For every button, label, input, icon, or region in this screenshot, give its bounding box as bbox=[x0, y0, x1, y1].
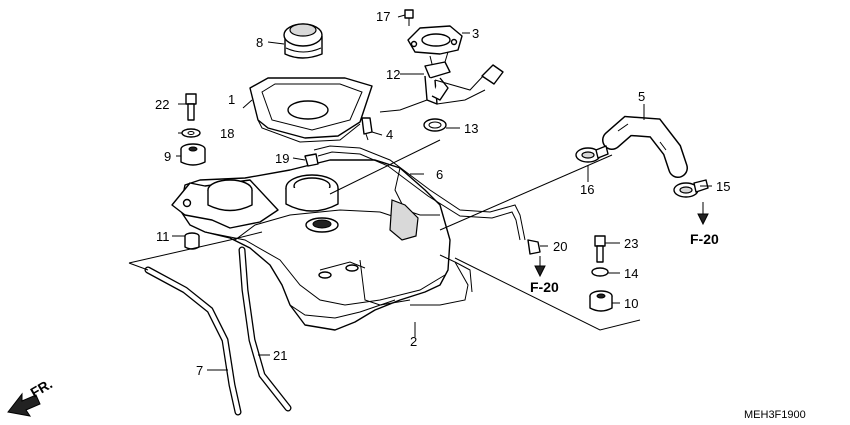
callout-19: 19 bbox=[275, 151, 289, 166]
callout-9: 9 bbox=[164, 149, 171, 164]
tank-collar bbox=[207, 174, 339, 233]
callout-6: 6 bbox=[436, 167, 443, 182]
grommet-10[interactable] bbox=[589, 290, 613, 312]
callout-14: 14 bbox=[624, 266, 638, 281]
hose-clip-16[interactable] bbox=[575, 145, 609, 163]
clip-20[interactable] bbox=[527, 239, 541, 255]
callout-1: 1 bbox=[228, 92, 235, 107]
callout-8: 8 bbox=[256, 35, 263, 50]
washer-18[interactable] bbox=[181, 128, 201, 138]
callout-2: 2 bbox=[410, 334, 417, 349]
callout-10: 10 bbox=[624, 296, 638, 311]
setting-plate[interactable] bbox=[407, 25, 463, 55]
grommet-9[interactable] bbox=[180, 143, 206, 166]
callout-16: 16 bbox=[580, 182, 594, 197]
ref-arrow-left bbox=[534, 256, 546, 278]
washer-14[interactable] bbox=[591, 267, 609, 277]
callout-7: 7 bbox=[196, 363, 203, 378]
callout-5: 5 bbox=[638, 89, 645, 104]
fuel-hose[interactable] bbox=[602, 115, 688, 178]
callout-23: 23 bbox=[624, 236, 638, 251]
drain-tube-21[interactable] bbox=[238, 246, 292, 412]
callout-21: 21 bbox=[273, 348, 287, 363]
callout-4: 4 bbox=[386, 127, 393, 142]
collar-11[interactable] bbox=[184, 232, 200, 250]
bolt-22[interactable] bbox=[185, 93, 197, 121]
callout-11: 11 bbox=[156, 229, 170, 244]
callout-22: 22 bbox=[155, 97, 169, 112]
front-arrow-icon bbox=[7, 392, 41, 417]
drain-tube-7[interactable] bbox=[144, 266, 242, 416]
fuel-pump[interactable] bbox=[379, 51, 504, 113]
bolt-17[interactable] bbox=[404, 9, 414, 26]
connector[interactable] bbox=[361, 117, 373, 141]
leader-lines bbox=[128, 14, 712, 371]
callout-13: 13 bbox=[464, 121, 478, 136]
callout-20: 20 bbox=[553, 239, 567, 254]
callout-15: 15 bbox=[716, 179, 730, 194]
clip-19[interactable] bbox=[304, 153, 319, 167]
packing[interactable] bbox=[423, 118, 447, 132]
ref-arrow-right bbox=[697, 202, 709, 226]
fuel-tray[interactable] bbox=[249, 77, 373, 143]
hose-clip-15[interactable] bbox=[673, 179, 709, 198]
bolt-23[interactable] bbox=[594, 235, 606, 263]
ref-label-right: F-20 bbox=[690, 231, 719, 247]
callout-18: 18 bbox=[220, 126, 234, 141]
ref-label-left: F-20 bbox=[530, 279, 559, 295]
fuel-cap[interactable] bbox=[283, 23, 323, 59]
diagram-code: MEH3F1900 bbox=[744, 409, 806, 421]
callout-12: 12 bbox=[386, 67, 400, 82]
callout-17: 17 bbox=[376, 9, 390, 24]
callout-3: 3 bbox=[472, 26, 479, 41]
breather-tube[interactable] bbox=[313, 145, 526, 306]
